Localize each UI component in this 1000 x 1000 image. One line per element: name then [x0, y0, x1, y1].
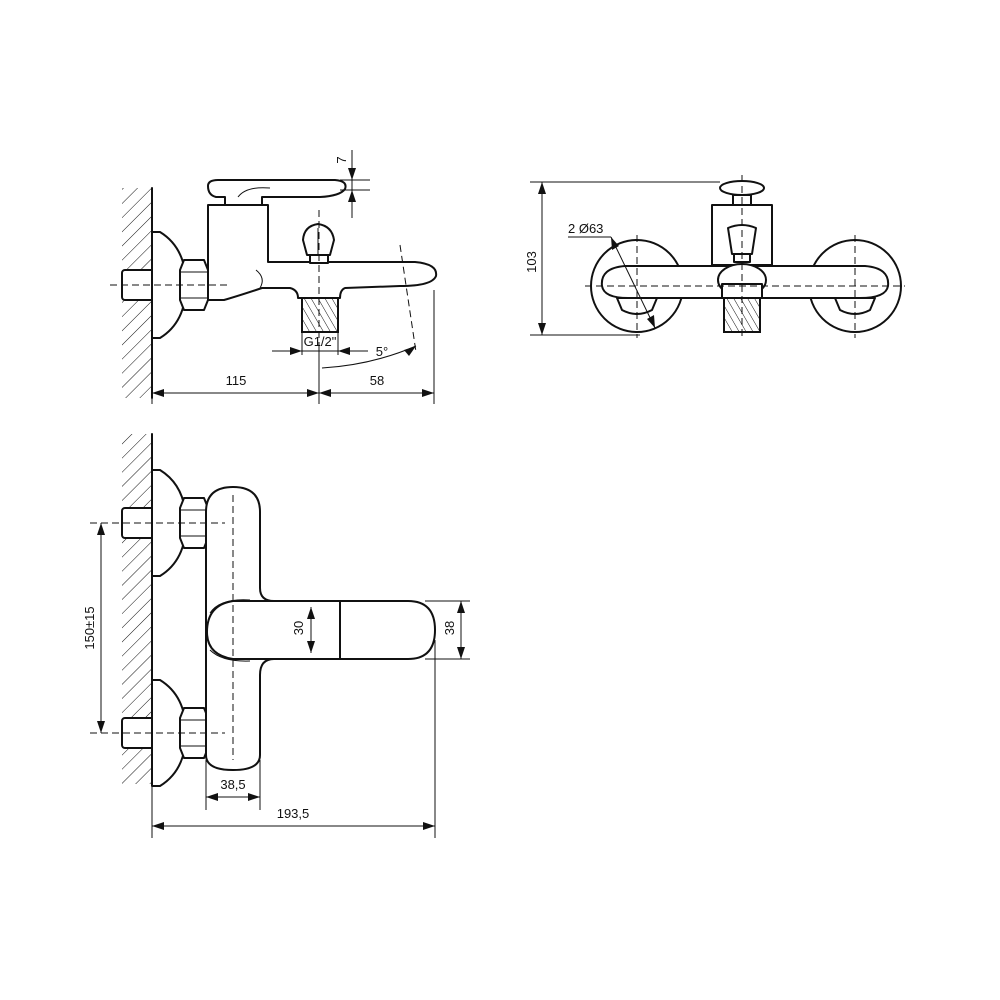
dim-escutcheon: 2 Ø63	[568, 221, 603, 236]
front-diverter-knob	[727, 224, 757, 255]
dim-total-length: 193,5	[277, 806, 310, 821]
front-view: 2 Ø63 103	[524, 175, 905, 338]
dim-body-width: 38,5	[220, 777, 245, 792]
dim-outlet-to-spout: 58	[370, 373, 384, 388]
dim-spout-angle: 5°	[376, 344, 388, 359]
front-outlet-thread	[723, 297, 761, 333]
side-view: 7 G1/2" 5° 115 58	[110, 150, 438, 404]
dim-thread: G1/2"	[304, 334, 337, 349]
dim-spout-width: 38	[442, 621, 457, 635]
lever-handle	[207, 179, 347, 206]
dim-height: 103	[524, 251, 539, 273]
dim-handle-gap: 7	[334, 156, 349, 163]
outlet-thread	[301, 297, 339, 333]
top-lever	[206, 600, 341, 660]
dim-center-distance: 150±15	[82, 606, 97, 649]
mixer-body	[207, 204, 438, 301]
top-view: 150±15 30 38 38,5 193,5	[82, 433, 470, 838]
dim-wall-to-outlet: 115	[226, 373, 247, 388]
dim-handle-width: 30	[291, 621, 306, 635]
